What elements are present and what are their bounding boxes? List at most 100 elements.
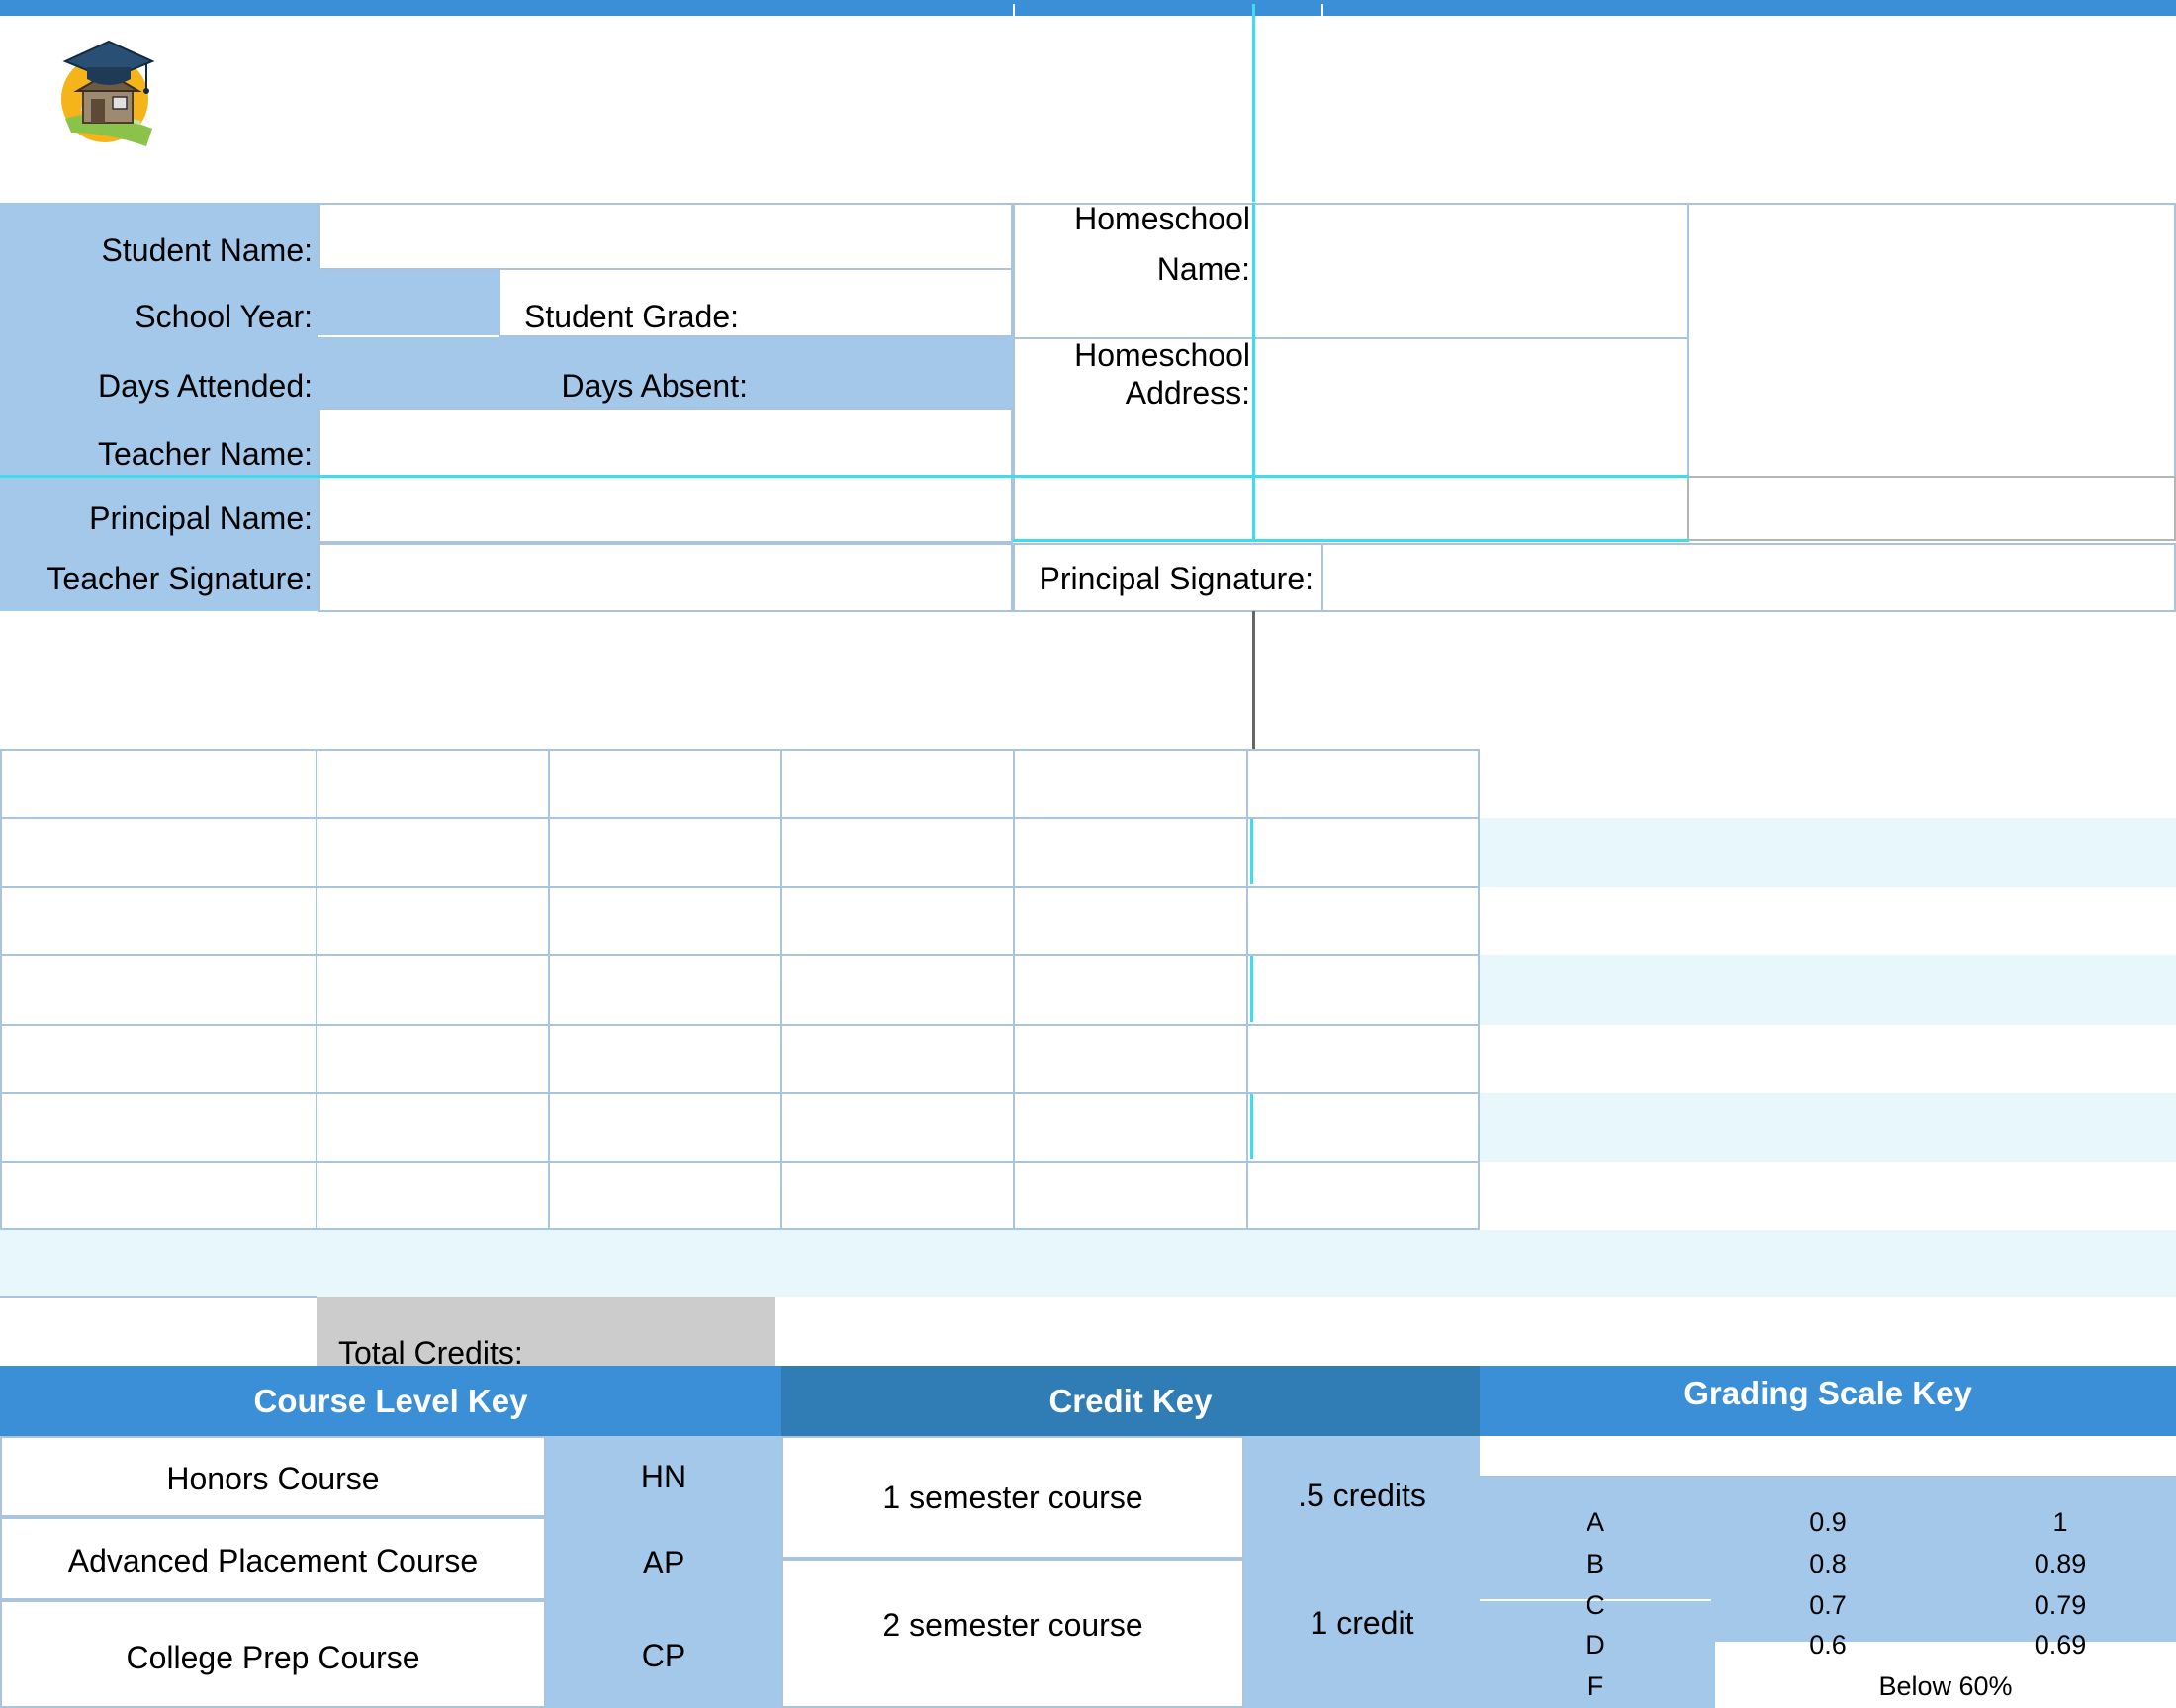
total-credits-label-cell [317, 1297, 542, 1366]
grid-cyan-tick [1250, 956, 1253, 1022]
grid-line [0, 954, 1480, 956]
student-name-label: Student Name: [101, 232, 313, 268]
grade-range: Below 60% [1878, 1671, 2013, 1701]
cyan-rule [1013, 475, 1689, 478]
course-level-code: HN [640, 1459, 687, 1494]
homeschool-extra-cell [1687, 476, 2176, 541]
homeschool-address-label-line2: Address: [1125, 375, 1250, 410]
course-level-code: AP [642, 1545, 685, 1580]
grid-stripe [1480, 818, 2176, 887]
grid-line [1246, 749, 1248, 1230]
principal-name-label: Principal Name: [89, 500, 313, 536]
teacher-name-field[interactable] [318, 408, 1013, 478]
top-bar-divider [1013, 4, 1015, 16]
grading-scale-key-title: Grading Scale Key [1683, 1375, 1972, 1411]
grid-line [1013, 749, 1015, 1230]
course-level-key-header: Course Level Key [0, 1366, 781, 1436]
total-credits-value-field[interactable] [542, 1297, 775, 1366]
grade-letter: D [1586, 1630, 1605, 1660]
grid-line [0, 1228, 1480, 1230]
total-credits-label: Total Credits: [338, 1335, 523, 1371]
grid-line [0, 749, 2, 1230]
grid-line [780, 749, 782, 1230]
school-year-field-fill [318, 270, 499, 335]
grid-line [0, 1161, 1480, 1163]
grid-line [0, 886, 1480, 888]
homeschool-extra-cell [1252, 476, 1689, 541]
grade-max: 0.69 [2034, 1630, 2087, 1660]
course-level-row: Advanced Placement Course [0, 1517, 546, 1600]
credit-value: .5 credits [1298, 1478, 1426, 1513]
grid-stripe [0, 1230, 2176, 1297]
days-absent-label: Days Absent: [561, 368, 748, 404]
course-level-name: College Prep Course [126, 1640, 420, 1675]
grade-min: 0.8 [1809, 1549, 1847, 1578]
course-level-code: CP [641, 1638, 686, 1673]
grade-letter: A [1586, 1507, 1604, 1537]
principal-signature-field[interactable] [1321, 543, 2176, 612]
schoolhouse-graduation-cap-icon [61, 40, 155, 146]
grid-stripe [1480, 1093, 2176, 1162]
school-logo [57, 38, 156, 148]
principal-name-field[interactable] [318, 476, 1013, 543]
credit-course-type: 1 semester course [882, 1480, 1143, 1515]
total-row-line [0, 1296, 317, 1298]
credit-key-row: 2 semester course [781, 1559, 1244, 1708]
school-year-label: School Year: [135, 299, 313, 334]
vertical-divider [1252, 611, 1255, 750]
grid-line [316, 749, 317, 1230]
homeschool-address-label-line1: Homeschool [1074, 337, 1250, 373]
homeschool-address-field[interactable] [1252, 337, 1689, 478]
student-grade-label: Student Grade: [524, 299, 740, 334]
credit-course-type: 2 semester course [882, 1607, 1143, 1643]
cyan-rule [1013, 539, 1689, 542]
grid-line [0, 1092, 1480, 1094]
course-level-code-column [546, 1436, 781, 1708]
student-name-field[interactable] [318, 203, 1013, 270]
teacher-signature-label: Teacher Signature: [46, 561, 313, 596]
grading-scale-spacer [1480, 1436, 2176, 1478]
grading-scale-below-cell [1715, 1642, 2176, 1708]
course-level-row: College Prep Course [0, 1600, 546, 1708]
grid-cyan-tick [1250, 819, 1253, 884]
grading-scale-key-header: Grading Scale Key [1480, 1366, 2176, 1436]
credit-key-row: 1 semester course [781, 1436, 1244, 1559]
course-level-name: Honors Course [166, 1461, 380, 1496]
homeschool-name-label-line2: Name: [1156, 251, 1250, 287]
header-cyan-divider [1252, 4, 1255, 202]
grid-line [548, 749, 550, 1230]
course-level-name: Advanced Placement Course [67, 1543, 479, 1578]
grade-min: 0.7 [1809, 1590, 1847, 1620]
grade-letter: C [1586, 1590, 1605, 1620]
top-bar [0, 0, 2176, 16]
grading-scale-rule [1480, 1599, 1711, 1601]
grid-line [1478, 749, 1480, 1230]
credit-key-title: Credit Key [1048, 1383, 1213, 1419]
credit-value-column [1244, 1436, 1480, 1708]
grade-max: 0.89 [2034, 1549, 2087, 1578]
cyan-rule [0, 475, 1013, 478]
grade-min: 0.9 [1809, 1507, 1847, 1537]
grid-line [0, 749, 1480, 751]
cyan-rule [1252, 203, 1255, 541]
course-level-row: Honors Course [0, 1436, 546, 1517]
grade-max: 1 [2052, 1507, 2068, 1537]
top-bar-divider [1321, 4, 1323, 16]
days-attended-label: Days Attended: [97, 368, 313, 404]
grade-letter: B [1586, 1549, 1604, 1578]
info-label-column [0, 203, 318, 611]
credit-key-header: Credit Key [781, 1366, 1480, 1436]
student-grade-field[interactable] [499, 268, 1013, 337]
homeschool-extra-cell [1013, 476, 1254, 541]
teacher-name-label: Teacher Name: [98, 436, 313, 472]
grade-min: 0.6 [1809, 1630, 1847, 1660]
course-grid [0, 749, 1480, 1230]
grid-line [0, 1024, 1480, 1026]
grid-stripe [1480, 955, 2176, 1025]
course-level-key-title: Course Level Key [253, 1383, 528, 1419]
days-row-fill [318, 337, 1013, 408]
principal-signature-label: Principal Signature: [1039, 561, 1314, 596]
teacher-signature-field[interactable] [318, 543, 1013, 612]
homeschool-name-field[interactable] [1252, 203, 1689, 339]
grade-letter: F [1587, 1671, 1604, 1701]
